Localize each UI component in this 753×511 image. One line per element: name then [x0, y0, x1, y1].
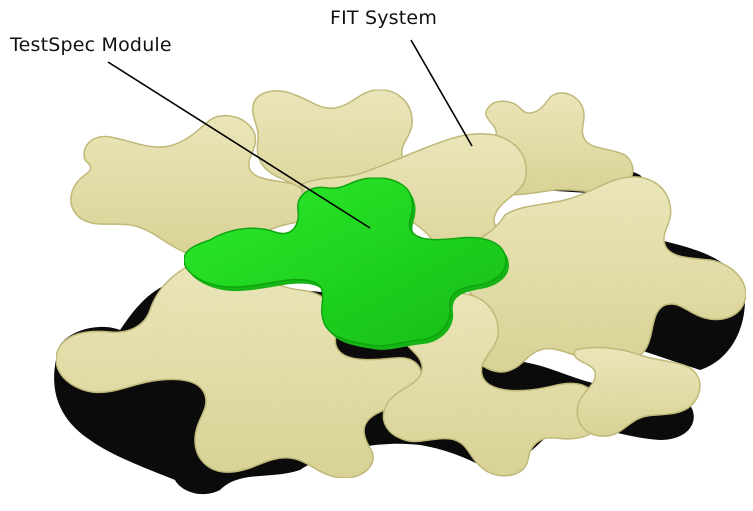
label-fit-system: FIT System	[330, 7, 438, 29]
label-testspec-module: TestSpec Module	[10, 34, 172, 56]
leader-line-fit-system	[410, 39, 473, 147]
puzzle-piece-bottom-right	[573, 346, 701, 437]
puzzle-piece-testspec	[183, 177, 509, 350]
leader-lines	[107, 39, 473, 229]
leader-line-testspec-module	[107, 61, 371, 229]
